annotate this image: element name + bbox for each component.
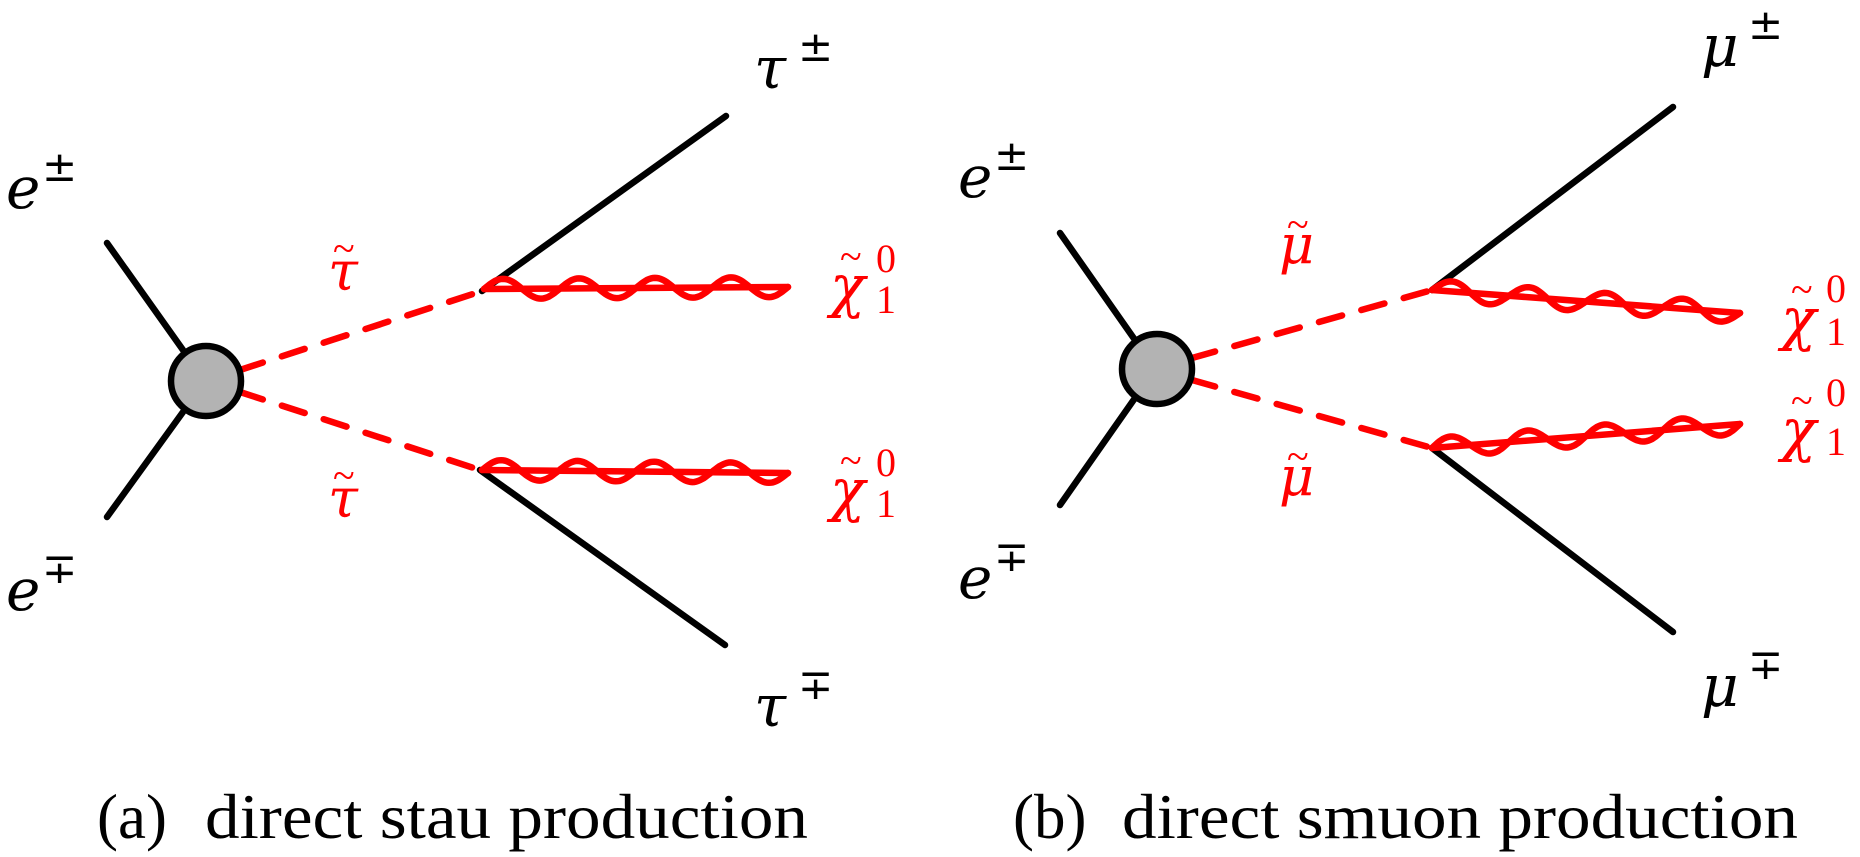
stau-propagator-bottom [236,388,484,474]
label-chi-superscript: 0 [1826,370,1846,415]
muon-line-bottom [1428,444,1677,636]
muon-line-top [1428,103,1677,294]
label-e-charge: ∓ [42,544,77,593]
label-chi-tilde: ~ [840,234,862,279]
panel-b-smuon-production: e ± e ∓ μ ~ μ ~ μ ± μ ∓ χ ~ 0 1 χ [958,0,1846,852]
caption-a: (a) direct stau production [97,782,808,852]
label-e-base: e [6,556,40,624]
interaction-blob [1118,330,1196,408]
caption-text: direct smuon production [1122,782,1798,852]
label-chi-tilde: ~ [1791,378,1813,423]
label-chi-subscript: 1 [1826,309,1846,354]
label-chi-subscript: 1 [876,481,896,526]
label-chi-superscript: 0 [876,236,896,281]
label-e-charge: ± [994,131,1029,180]
neutralino-line-top-wave [480,274,792,302]
neutralino-line-bottom [1428,415,1744,457]
label-stau-top: τ ~ [328,226,359,303]
incoming-electron-line-bottom [1056,394,1139,509]
label-chi-subscript: 1 [876,277,896,322]
label-tau-plusminus: τ ± [754,22,833,102]
label-tau-base: τ [754,34,787,102]
label-muon-charge: ± [1748,0,1783,49]
label-stau-bottom: τ ~ [328,453,359,530]
label-e-charge: ∓ [994,532,1029,581]
incoming-electron-line-top [103,239,187,354]
label-stau-base: τ [328,240,359,303]
neutralino-line-bottom [478,456,792,487]
label-chi-superscript: 0 [1826,266,1846,311]
label-neutralino-bottom: χ ~ 0 1 [826,438,896,526]
neutralino-line-top-wave [1428,278,1744,325]
label-chi-base: χ [1777,396,1819,464]
panel-a-stau-production: e ± e ∓ τ ~ τ ~ τ ± τ ∓ χ ~ 0 1 χ [6,22,896,852]
smuon-propagator-bottom [1188,376,1436,452]
label-muon-charge: ∓ [1748,640,1783,689]
label-chi-base: χ [1777,285,1819,353]
tau-line-top [478,112,730,295]
label-e-minusplus: e ∓ [6,544,77,624]
label-muon-minusplus: μ ∓ [1701,640,1783,720]
label-smuon-bottom: μ ~ [1279,434,1314,508]
label-smuon-tilde: ~ [1287,434,1309,479]
label-chi-subscript: 1 [1826,419,1846,464]
label-stau-base: τ [328,467,359,530]
label-muon-base: μ [1701,652,1739,720]
label-neutralino-bottom: χ ~ 0 1 [1777,370,1846,464]
label-muon-base: μ [1701,12,1739,80]
label-neutralino-top: χ ~ 0 1 [1777,266,1846,354]
label-e-base: e [6,154,40,222]
label-e-charge: ± [42,142,77,191]
label-e-base: e [958,143,992,211]
label-e-minusplus: e ∓ [958,532,1029,612]
caption-b: (b) direct smuon production [1013,782,1798,852]
caption-label: (b) [1013,782,1086,852]
label-stau-tilde: ~ [333,226,355,271]
label-stau-tilde: ~ [333,453,355,498]
label-chi-base: χ [826,456,868,524]
label-chi-tilde: ~ [840,438,862,483]
label-chi-superscript: 0 [876,440,896,485]
label-chi-tilde: ~ [1791,267,1813,312]
label-smuon-base: μ [1279,213,1314,276]
label-tau-charge: ∓ [798,660,833,709]
caption-label: (a) [97,782,167,852]
caption-text: direct stau production [205,782,808,852]
tau-line-bottom [476,466,729,649]
neutralino-line-bottom-wave [1428,415,1744,457]
stau-propagator-top [236,287,486,374]
label-smuon-top: μ ~ [1279,202,1314,276]
label-chi-base: χ [826,252,868,320]
neutralino-line-top [1428,278,1744,325]
neutralino-line-bottom-wave [478,456,792,487]
label-tau-base: τ [754,672,787,740]
label-e-base: e [958,544,992,612]
label-neutralino-top: χ ~ 0 1 [826,234,896,322]
interaction-blob [167,342,245,420]
label-tau-charge: ± [798,22,833,71]
smuon-propagator-top [1188,286,1436,362]
label-tau-minusplus: τ ∓ [754,660,833,740]
incoming-electron-line-bottom [103,408,187,521]
label-smuon-base: μ [1279,445,1314,508]
label-muon-plusminus: μ ± [1701,0,1783,80]
label-e-plusminus: e ± [6,142,77,222]
incoming-electron-line-top [1056,229,1139,344]
label-e-plusminus: e ± [958,131,1029,211]
label-smuon-tilde: ~ [1287,202,1309,247]
neutralino-line-top [480,274,792,302]
